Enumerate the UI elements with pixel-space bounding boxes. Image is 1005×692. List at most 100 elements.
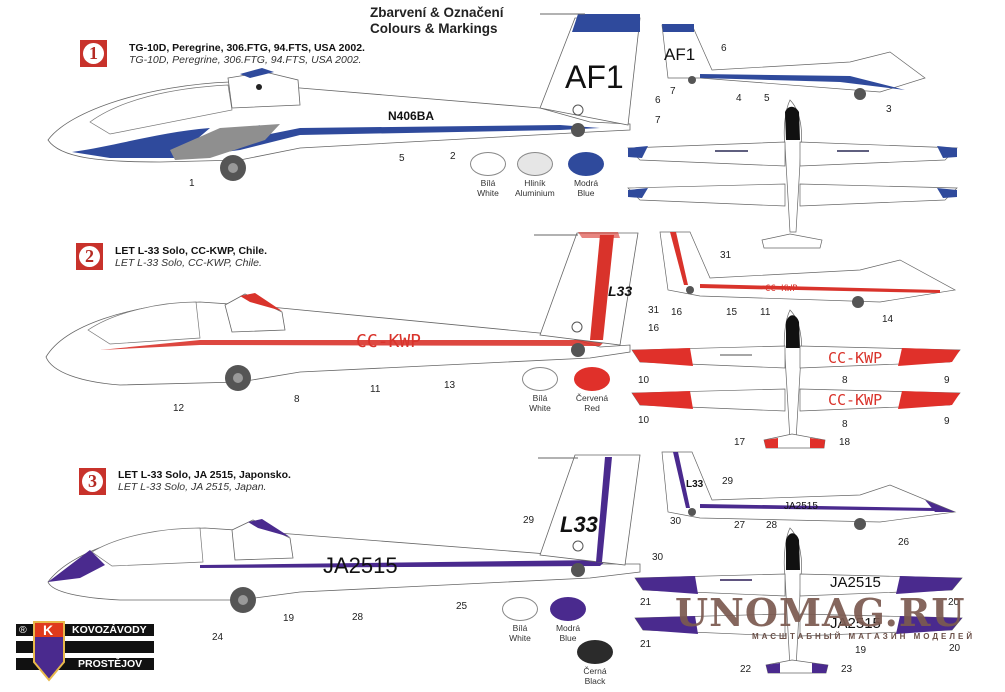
swatch-label-en: White — [477, 187, 499, 198]
scheme-3-title: LET L-33 Solo, JA 2515, Japonsko. LET L-… — [118, 469, 291, 493]
callout: 29 — [523, 515, 535, 526]
callout: 11 — [370, 384, 381, 395]
swatch-label-cz: Bílá — [512, 623, 528, 633]
callout: 30 — [652, 552, 664, 563]
callout: 10 — [638, 415, 650, 426]
callout: 7 — [655, 115, 661, 126]
svg-text:JA2515: JA2515 — [784, 501, 818, 512]
callout: 28 — [766, 520, 778, 531]
logo-shield-icon: K — [33, 621, 65, 682]
swatch-label-cz: Bílá — [532, 393, 548, 403]
scheme-1-title-en: TG-10D, Peregrine, 306.FTG, 94.FTS, USA … — [129, 54, 362, 66]
callout: 19 — [855, 645, 867, 656]
callout: 19 — [283, 613, 295, 624]
scheme-number: 1 — [83, 43, 104, 64]
svg-text:JA2515: JA2515 — [830, 574, 881, 591]
callout: 1 — [189, 178, 195, 189]
callout: 12 — [173, 403, 185, 414]
scheme-1-title: TG-10D, Peregrine, 306.FTG, 94.FTS, USA … — [129, 42, 365, 66]
callout: 31 — [648, 305, 660, 316]
swatch-label-en: Black — [584, 675, 606, 686]
callout: 5 — [399, 153, 405, 164]
callout: 11 — [760, 307, 771, 318]
callout: 16 — [648, 323, 660, 334]
swatch-label-cz: Černá — [583, 666, 607, 676]
scheme-number: 2 — [79, 246, 100, 267]
swatch-label-en: White — [509, 632, 531, 643]
callout: 31 — [720, 250, 732, 261]
callout: 22 — [740, 664, 752, 675]
swatch-label-cz: Modrá — [555, 623, 581, 633]
scheme-3-title-cz: LET L-33 Solo, JA 2515, Japonsko. — [118, 469, 291, 481]
swatch-label-cz: Červená — [575, 393, 609, 403]
callout: 20 — [949, 643, 961, 654]
callout: 9 — [944, 416, 950, 427]
callout: 21 — [640, 639, 652, 650]
swatch-label-cz: Modrá — [573, 178, 599, 188]
swatch-label-cz: Bílá — [480, 178, 496, 188]
callout: 6 — [721, 43, 727, 54]
callout: 21 — [640, 597, 652, 608]
callout: 18 — [839, 437, 851, 448]
callout: 25 — [456, 601, 468, 612]
callout: 7 — [670, 86, 676, 97]
scheme-2-title: LET L-33 Solo, CC-KWP, Chile. LET L-33 S… — [115, 245, 267, 269]
callout: 16 — [671, 307, 683, 318]
scheme-3-badge: 3 — [79, 468, 106, 495]
callout: 27 — [734, 520, 746, 531]
callout: 4 — [736, 93, 742, 104]
registered-mark: ® — [19, 624, 27, 636]
swatch-label-en: Blue — [577, 187, 595, 198]
callout: 15 — [726, 307, 738, 318]
svg-text:L33: L33 — [608, 283, 632, 299]
svg-text:CC-KWP: CC-KWP — [765, 284, 798, 294]
svg-text:CC-KWP: CC-KWP — [828, 349, 882, 367]
callout: 28 — [352, 612, 364, 623]
swatch-label-en: Blue — [559, 632, 577, 643]
callout: 10 — [638, 375, 650, 386]
logo-line-1: KOVOZÁVODY — [72, 624, 147, 636]
callout: 6 — [655, 95, 661, 106]
callout: 20 — [948, 597, 960, 608]
glider-1-fuselage — [47, 13, 641, 181]
scheme-3-title-en: LET L-33 Solo, JA 2515, Japan. — [118, 481, 267, 493]
callout: 24 — [212, 632, 224, 643]
registration-1: N406BA — [388, 109, 434, 123]
callout: 8 — [842, 419, 848, 430]
heading-czech: Zbarvení & Označení — [370, 5, 504, 20]
callout: 29 — [722, 476, 734, 487]
callout: 23 — [841, 664, 853, 675]
watermark-subtitle: МАСШТАБНЫЙ МАГАЗИН МОДЕЛЕЙ — [752, 632, 976, 641]
callout: 26 — [898, 537, 910, 548]
page-heading: Zbarvení & Označení Colours & Markings — [370, 5, 504, 37]
swatch-label-cz: Hliník — [524, 178, 546, 188]
svg-text:AF1: AF1 — [664, 45, 695, 64]
svg-text:CC-KWP: CC-KWP — [356, 331, 421, 352]
callout: 13 — [444, 380, 456, 391]
swatch-label-en: White — [529, 402, 551, 413]
callout: 17 — [734, 437, 746, 448]
svg-text:L33: L33 — [560, 512, 598, 537]
swatch-label-en: Red — [584, 402, 600, 413]
scheme-2-title-cz: LET L-33 Solo, CC-KWP, Chile. — [115, 245, 268, 257]
svg-text:CC-KWP: CC-KWP — [828, 391, 882, 409]
scheme-number: 3 — [82, 471, 103, 492]
heading-english: Colours & Markings — [370, 21, 498, 36]
callout: 2 — [450, 151, 456, 162]
svg-text:K: K — [43, 622, 53, 638]
scheme-1-badge: 1 — [80, 40, 107, 67]
callout: 3 — [886, 104, 892, 115]
callout: 9 — [944, 375, 950, 386]
